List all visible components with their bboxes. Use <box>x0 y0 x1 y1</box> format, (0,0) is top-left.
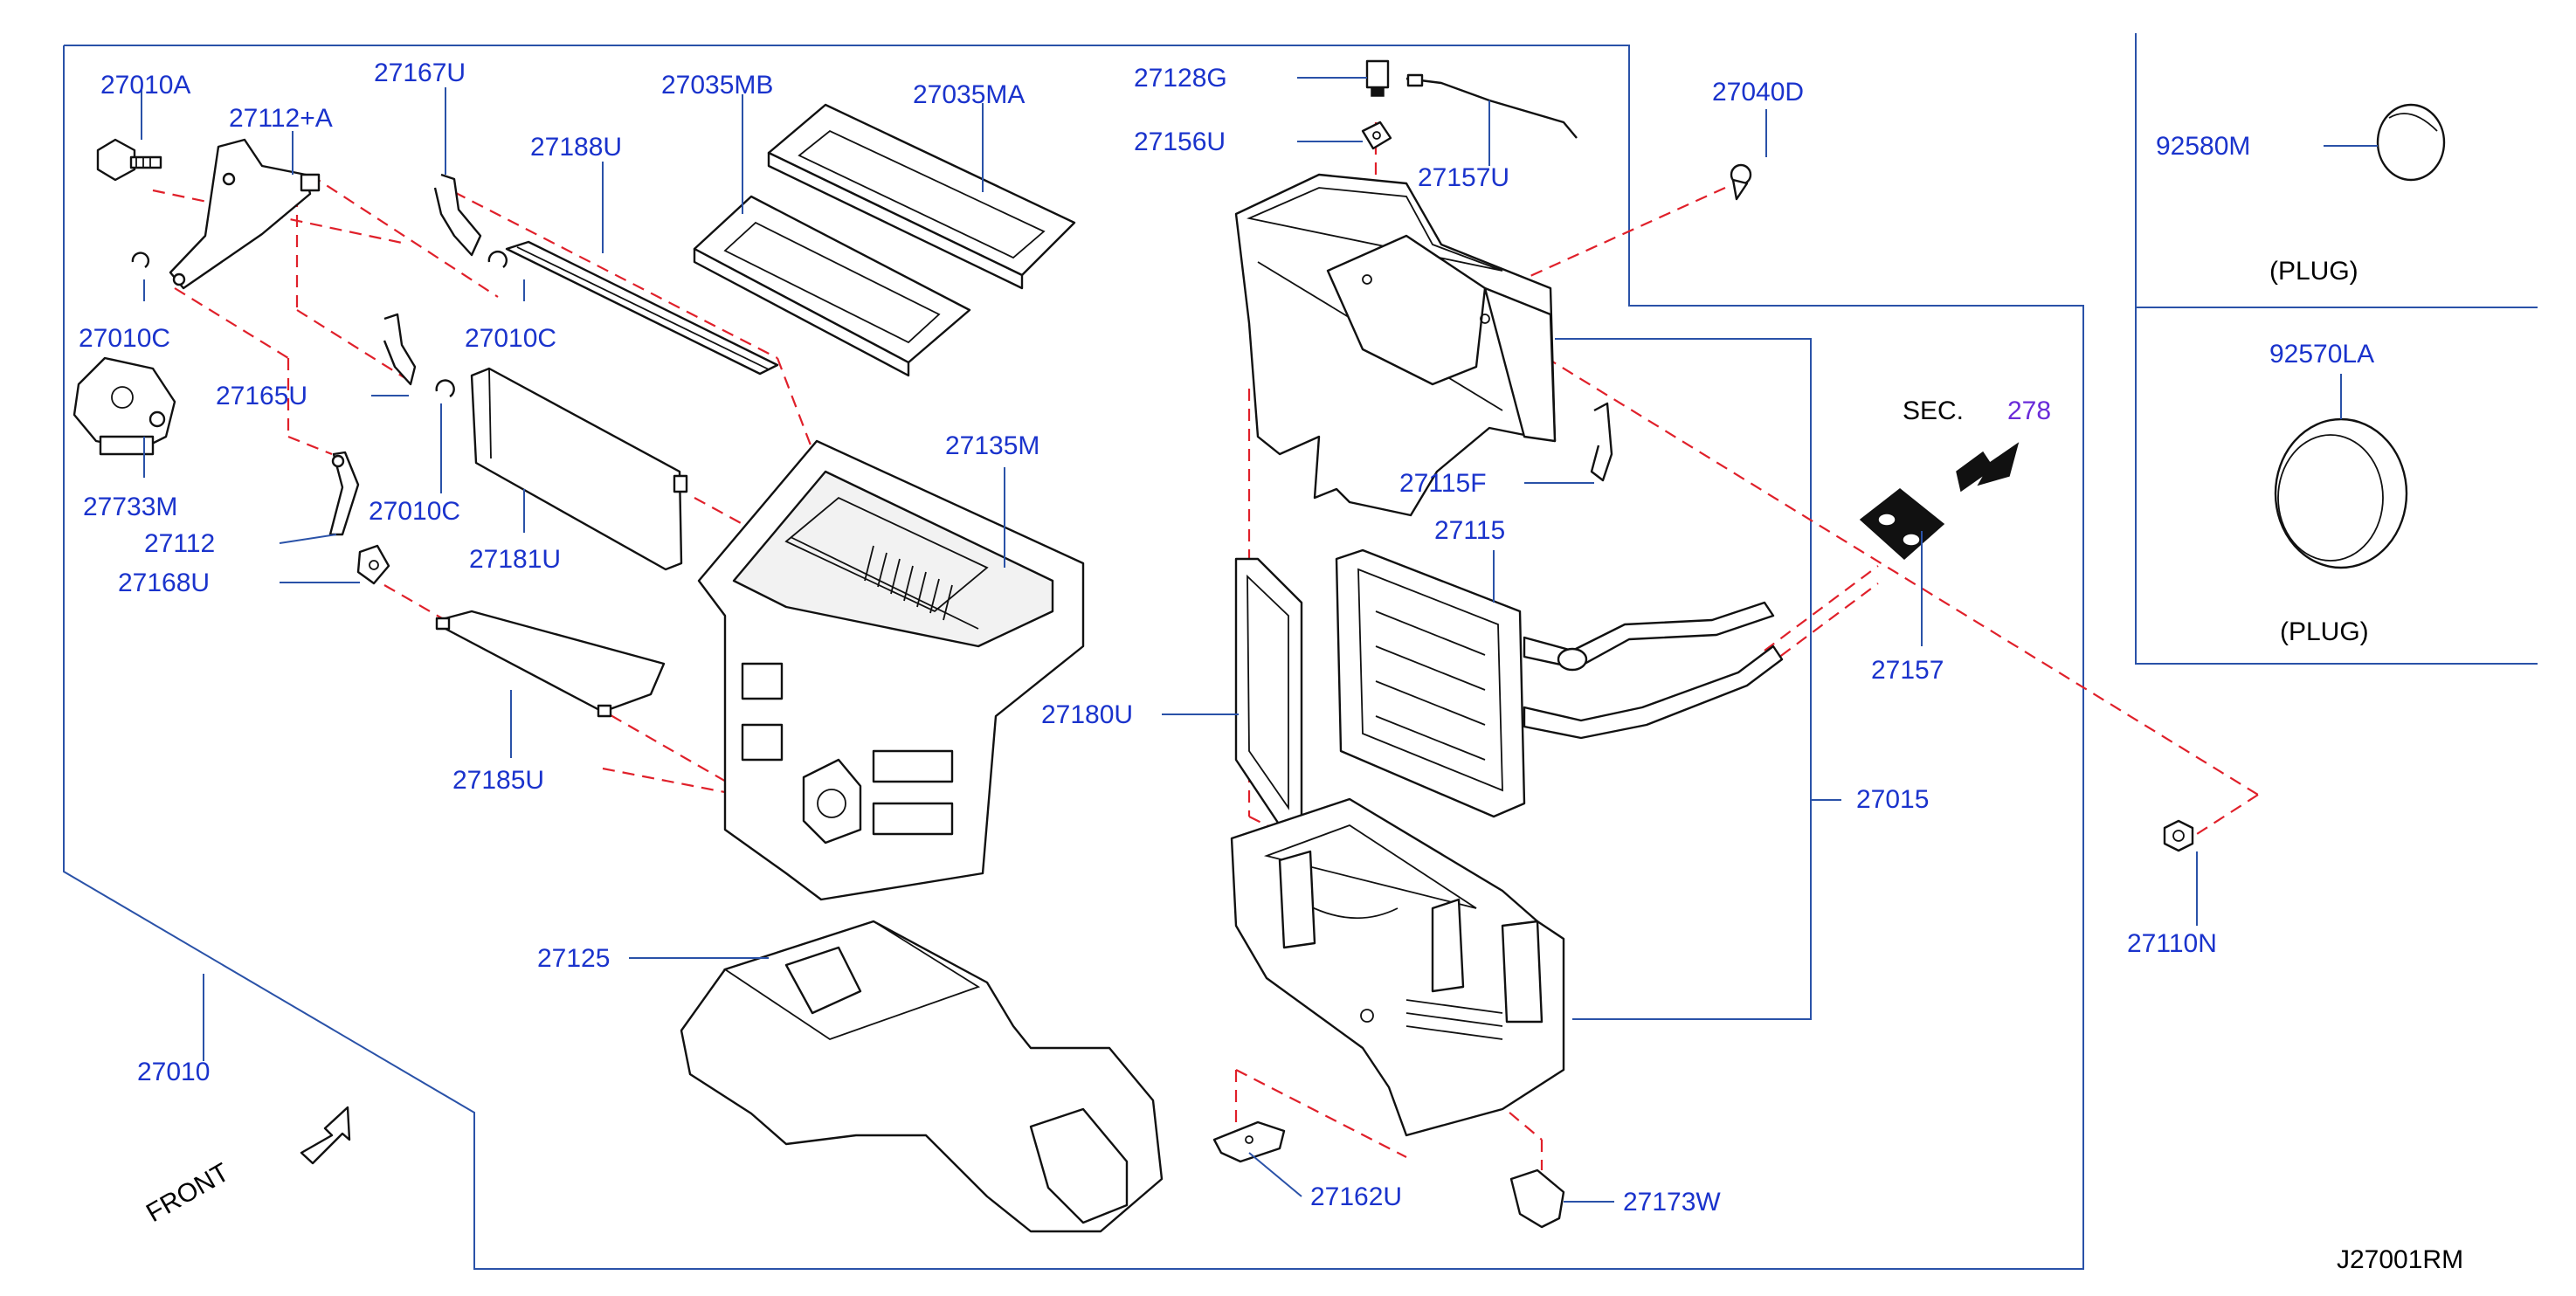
heater-unit-frame <box>63 45 2084 1270</box>
filter-27185u[interactable] <box>435 610 666 718</box>
label-27035ma[interactable]: 27035MA <box>913 80 1025 109</box>
label-27128g[interactable]: 27128G <box>1134 64 1227 93</box>
label-27156u[interactable]: 27156U <box>1134 128 1226 156</box>
label-27112a[interactable]: 27112+A <box>229 104 333 133</box>
drawing-id: J27001RM <box>2337 1245 2463 1274</box>
plug-92580m[interactable] <box>2376 103 2446 182</box>
core-case-bracket <box>1555 338 1812 1020</box>
label-27157[interactable]: 27157 <box>1871 656 1944 685</box>
assembly-frames <box>63 33 2538 1270</box>
label-27112[interactable]: 27112 <box>144 529 215 558</box>
bracket-27156u[interactable] <box>1361 121 1392 150</box>
label-27173w[interactable]: 27173W <box>1623 1188 1721 1217</box>
label-27167u[interactable]: 27167U <box>374 59 466 87</box>
label-27181u[interactable]: 27181U <box>469 545 561 574</box>
plug-92570la[interactable] <box>2274 417 2408 569</box>
label-27010c-1[interactable]: 27010C <box>79 324 170 353</box>
label-92570la[interactable]: 92570LA <box>2269 340 2374 369</box>
lower-heater-case[interactable] <box>1230 797 1565 1137</box>
label-27162u[interactable]: 27162U <box>1310 1182 1402 1211</box>
heater-core-27115[interactable] <box>1335 548 1784 818</box>
front-arrow-icon <box>300 1106 351 1165</box>
bolt-27010a[interactable] <box>96 138 162 182</box>
label-27733m[interactable]: 27733M <box>83 493 177 521</box>
section-arrow <box>1956 442 2020 493</box>
intake-case-grille <box>864 545 953 621</box>
filter-27181u[interactable] <box>470 367 688 571</box>
label-27180u[interactable]: 27180U <box>1041 700 1133 729</box>
label-plug-1: (PLUG) <box>2269 257 2358 286</box>
heater-core-fins <box>1375 610 1486 761</box>
duct-27125[interactable] <box>680 920 1164 1233</box>
label-27040d[interactable]: 27040D <box>1712 78 1804 107</box>
label-27035mb[interactable]: 27035MB <box>661 71 773 100</box>
label-27115f[interactable]: 27115F <box>1399 469 1487 498</box>
label-plug-2: (PLUG) <box>2280 617 2369 646</box>
link-27165u[interactable] <box>383 313 455 398</box>
plug-box-frame <box>2135 33 2538 665</box>
clip-27010c-left[interactable] <box>131 252 150 268</box>
intake-case-27135m[interactable] <box>697 439 1085 901</box>
label-sec: SEC. <box>1903 396 1964 425</box>
label-27125[interactable]: 27125 <box>537 944 610 973</box>
label-27010a[interactable]: 27010A <box>100 71 190 100</box>
seal-27180u[interactable] <box>1234 557 1303 827</box>
label-sec-ref[interactable]: 278 <box>2007 396 2051 425</box>
sensor-27128g[interactable] <box>1365 59 1390 97</box>
label-27015[interactable]: 27015 <box>1856 785 1929 814</box>
label-92580m[interactable]: 92580M <box>2156 132 2250 161</box>
label-27010c-3[interactable]: 27010C <box>369 497 460 526</box>
clip-27173w[interactable] <box>1509 1168 1565 1229</box>
label-27010c-2[interactable]: 27010C <box>465 324 556 353</box>
seal-27188u[interactable] <box>505 240 779 376</box>
bracket-27162u[interactable] <box>1212 1120 1286 1163</box>
link-27167u[interactable] <box>433 173 508 268</box>
nut-27110n[interactable] <box>2163 819 2194 852</box>
filter-frame-27035mb[interactable] <box>693 195 971 377</box>
label-27188u[interactable]: 27188U <box>530 133 622 162</box>
actuator-27733m[interactable] <box>73 356 176 456</box>
part-labels: 27010A 27112+A 27167U 27035MB 27035MA 27… <box>79 59 2463 1274</box>
callout-lines <box>152 122 2259 1170</box>
leader-lines <box>141 77 2378 1203</box>
label-front: FRONT <box>142 1158 234 1228</box>
label-27010[interactable]: 27010 <box>137 1058 210 1086</box>
label-27110n[interactable]: 27110N <box>2127 929 2217 958</box>
link-bracket-27112a[interactable] <box>169 138 321 290</box>
filter-frame-27035ma[interactable] <box>767 103 1076 290</box>
label-27168u[interactable]: 27168U <box>118 569 210 597</box>
label-27157u[interactable]: 27157U <box>1418 163 1509 192</box>
upper-heater-case[interactable] <box>1234 173 1557 517</box>
label-27135m[interactable]: 27135M <box>945 431 1039 460</box>
label-27165u[interactable]: 27165U <box>216 382 307 410</box>
clip-27115f[interactable] <box>1590 402 1613 482</box>
label-27115[interactable]: 27115 <box>1434 516 1505 545</box>
label-27185u[interactable]: 27185U <box>452 766 544 795</box>
aspirator-tube-27157u[interactable] <box>1405 73 1578 139</box>
grommet-27157[interactable] <box>1859 488 1945 646</box>
screw-27040d[interactable] <box>1730 163 1752 201</box>
clip-27168u[interactable] <box>356 544 390 585</box>
lever-27112[interactable] <box>328 451 360 536</box>
lower-case-vents <box>1405 999 1503 1040</box>
